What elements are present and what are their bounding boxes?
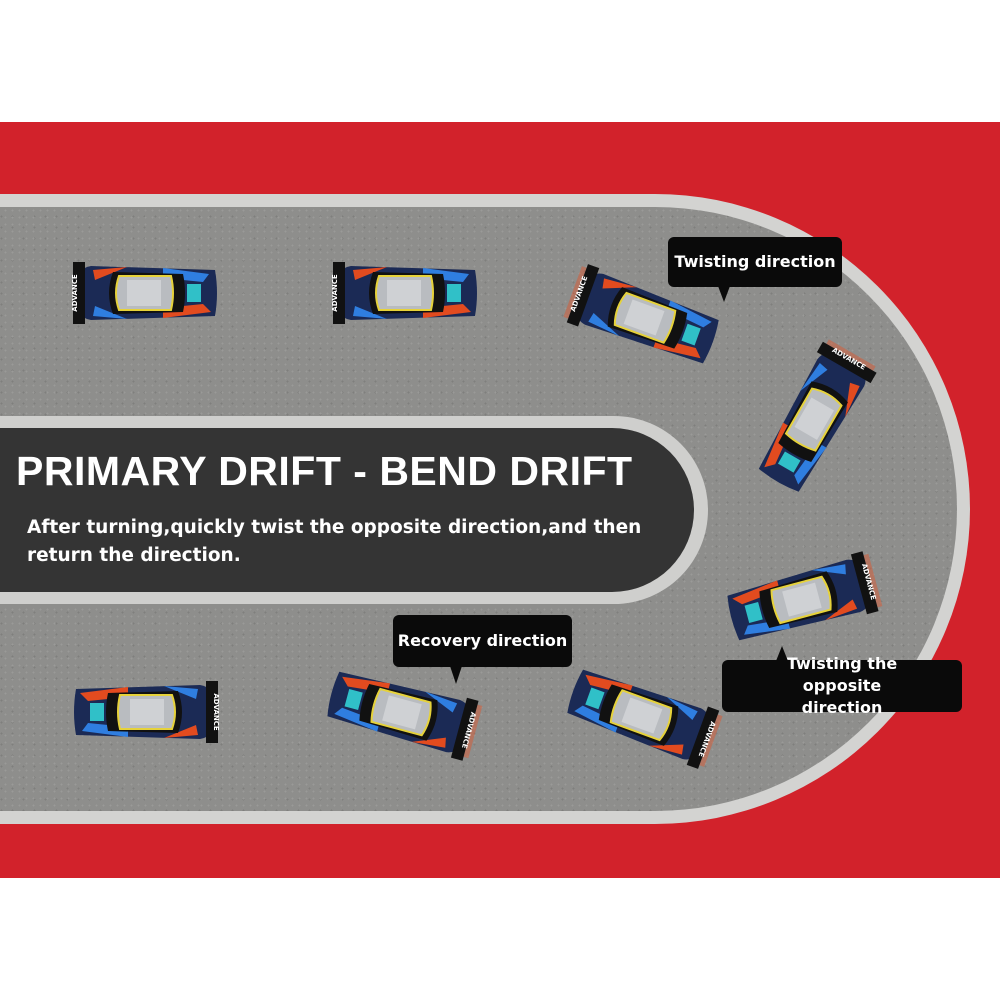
drift-car: ADVANCE bbox=[68, 677, 223, 747]
callout-twisting-opposite: Twisting the opposite direction bbox=[722, 654, 962, 717]
svg-text:ADVANCE: ADVANCE bbox=[331, 274, 339, 312]
drift-car: ADVANCE bbox=[68, 258, 223, 328]
callout-label: Twisting direction bbox=[674, 252, 836, 271]
callout-label: Twisting the opposite direction bbox=[786, 654, 898, 717]
page-title: PRIMARY DRIFT - BEND DRIFT bbox=[16, 448, 633, 494]
svg-text:ADVANCE: ADVANCE bbox=[71, 274, 79, 312]
callout-tail bbox=[718, 286, 730, 302]
description: After turning,quickly twist the opposite… bbox=[27, 517, 642, 566]
callout-label: Recovery direction bbox=[397, 631, 568, 650]
callout-tail bbox=[450, 666, 462, 684]
infield-panel bbox=[0, 428, 694, 592]
callout-twisting-direction: Twisting direction bbox=[668, 237, 842, 287]
svg-text:ADVANCE: ADVANCE bbox=[212, 693, 220, 731]
callout-recovery-direction: Recovery direction bbox=[393, 615, 572, 667]
drift-car: ADVANCE bbox=[317, 658, 507, 766]
callout-tail bbox=[776, 646, 788, 661]
drift-car: ADVANCE bbox=[328, 258, 483, 328]
